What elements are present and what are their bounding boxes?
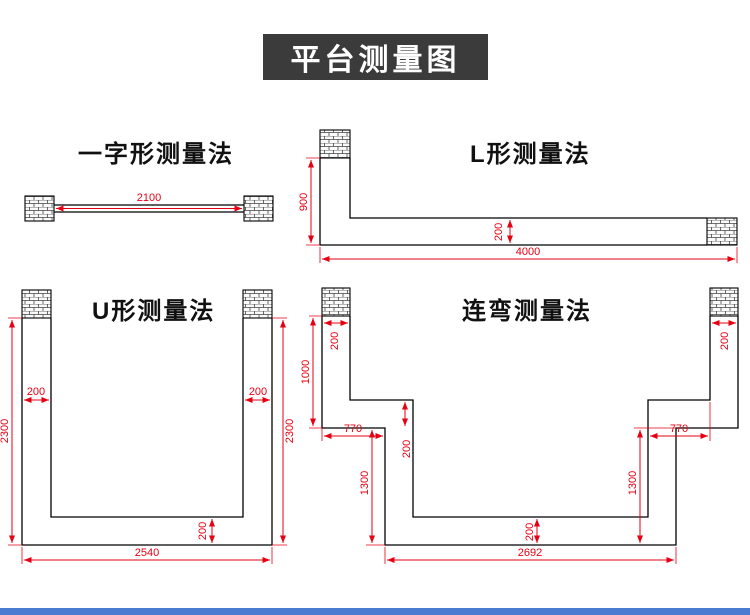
hatched-end-cap-left — [21, 289, 52, 319]
dimension-label: 2300 — [0, 419, 11, 443]
page-title: 平台测量图 — [263, 34, 488, 80]
dimension-label: 200 — [329, 332, 341, 350]
dimension-left-thickness: 200 — [24, 386, 49, 404]
dimension-bottom-thickness: 200 — [197, 519, 216, 543]
dimension-label: 2540 — [135, 547, 159, 559]
dimension-bottom-thickness: 200 — [524, 519, 541, 543]
hatched-end-cap-left — [321, 287, 351, 317]
dimension-label: 200 — [719, 332, 731, 350]
hatched-end-cap-right — [242, 289, 273, 319]
label-straight-method: 一字形测量法 — [78, 141, 234, 168]
dimension-left-step-thickness: 200 — [401, 402, 413, 458]
dimension-right-top-thickness: 200 — [712, 319, 736, 350]
dimension-label: 4000 — [516, 246, 540, 258]
dimension-label: 900 — [298, 193, 310, 211]
l-shape-outline — [319, 158, 707, 246]
dimension-label: 2692 — [518, 547, 542, 559]
dimension-bottom-length: 2540 — [21, 547, 273, 564]
bend-outer-outline — [321, 316, 739, 546]
dimension-left-upper-height: 1000 — [300, 315, 322, 429]
hatched-end-cap-left — [24, 195, 55, 222]
straight-bar-outline — [54, 204, 244, 213]
dimension-label: 200 — [197, 522, 209, 540]
dimension-label: 1000 — [300, 360, 312, 384]
dimension-left-lower-height: 1300 — [359, 430, 385, 546]
page-title-text: 平台测量图 — [290, 44, 461, 77]
dimension-label: 2100 — [137, 192, 161, 204]
dimension-right-height: 2300 — [272, 317, 296, 546]
u-shape-diagram: 200 2300 200 2300 200 2540 — [0, 289, 296, 564]
dimension-left-step-length: 770 — [321, 423, 383, 441]
dimension-length: 2100 — [56, 192, 242, 212]
dimension-length: 4000 — [319, 246, 738, 263]
dimension-label: 200 — [493, 223, 505, 241]
l-shape-diagram: 900 200 4000 — [298, 129, 738, 263]
dimension-bottom-length: 2692 — [384, 547, 677, 564]
dimension-label: 1300 — [359, 471, 371, 495]
dimension-label: 770 — [670, 423, 688, 435]
dimension-label: 200 — [249, 386, 267, 398]
dimension-right-thickness: 200 — [245, 386, 270, 404]
bottom-banner-strip — [0, 608, 750, 615]
dimension-label: 2300 — [284, 419, 296, 443]
label-l-shape-method: L形测量法 — [470, 141, 591, 168]
hatched-end-cap-top — [319, 129, 351, 159]
dimension-thickness: 200 — [493, 220, 514, 243]
dimension-label: 200 — [27, 386, 45, 398]
dimension-left-height: 2300 — [0, 317, 22, 546]
dimension-height: 900 — [298, 157, 320, 246]
bend-shape-diagram: 200 1000 770 200 1300 200 770 — [300, 287, 739, 564]
dimension-label: 1300 — [627, 471, 639, 495]
u-shape-outline — [21, 318, 273, 546]
dimension-label: 200 — [524, 523, 536, 541]
label-bend-method: 连弯测量法 — [462, 298, 592, 325]
hatched-end-cap-right — [243, 195, 274, 222]
label-u-shape-method: U形测量法 — [92, 298, 216, 325]
hatched-end-cap-right — [709, 287, 739, 317]
dimension-right-lower-height: 1300 — [627, 427, 676, 543]
dimension-label: 770 — [344, 423, 362, 435]
bend-inner-outline — [349, 316, 711, 518]
straight-shape-diagram: 2100 — [24, 192, 274, 222]
dimension-label: 200 — [401, 440, 413, 458]
dimension-left-top-thickness: 200 — [324, 319, 348, 350]
hatched-end-cap-right — [706, 217, 738, 246]
dimension-right-step-length: 770 — [650, 402, 711, 441]
